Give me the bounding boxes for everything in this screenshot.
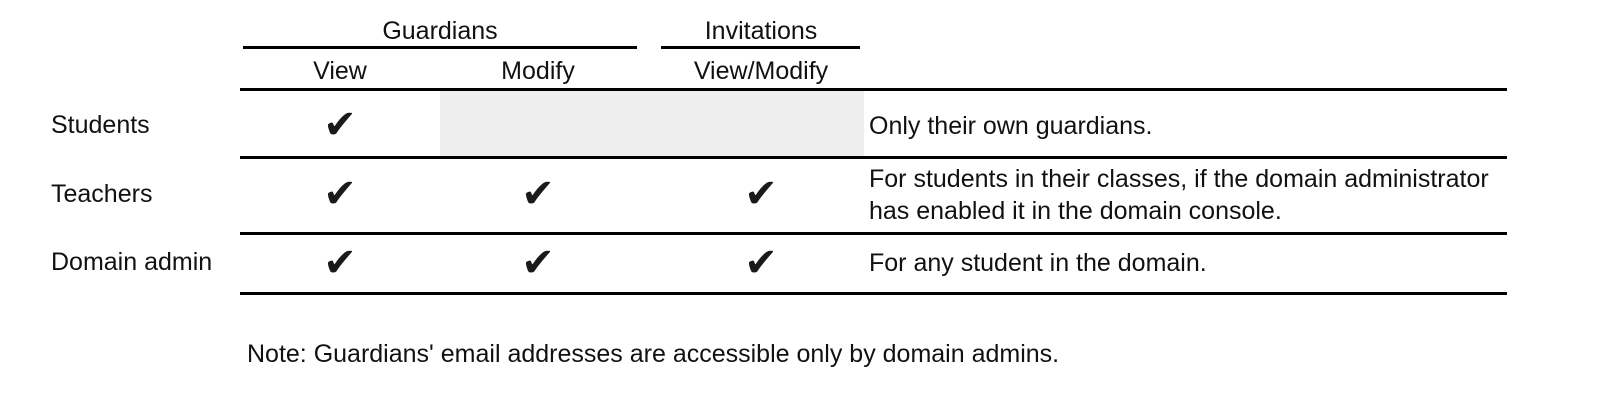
check-icon-teachers-guardians-view: ✔ xyxy=(323,171,357,217)
check-icon-domain-admin-guardians-modify: ✔ xyxy=(521,240,555,286)
check-icon-domain-admin-guardians-view: ✔ xyxy=(323,240,357,286)
table-bottom-rule xyxy=(240,292,1507,295)
row-label-domain-admin: Domain admin xyxy=(51,248,213,276)
row-rule-after-teachers xyxy=(240,232,1507,235)
column-header-modify: Modify xyxy=(501,57,575,85)
header-bottom-rule xyxy=(240,88,1507,91)
row-notes-domain-admin: For any student in the domain. xyxy=(869,249,1207,277)
group-rule-guardians xyxy=(243,46,637,49)
column-header-view-modify: View/Modify xyxy=(693,57,829,85)
row-label-teachers: Teachers xyxy=(51,180,153,208)
row-notes-students: Only their own guardians. xyxy=(869,112,1153,140)
column-header-view: View xyxy=(313,57,367,85)
row-rule-after-students xyxy=(240,156,1507,159)
group-rule-invitations xyxy=(661,46,860,49)
row-label-students: Students xyxy=(51,111,150,139)
column-group-header-invitations: Invitations xyxy=(704,17,818,45)
row-notes-teachers: For students in their classes, if the do… xyxy=(869,165,1489,225)
shaded-cell-students-modify-invitations xyxy=(440,91,864,156)
check-icon-domain-admin-invitations-view-modify: ✔ xyxy=(744,240,778,286)
column-group-header-guardians: Guardians xyxy=(382,17,498,45)
table-footnote: Note: Guardians' email addresses are acc… xyxy=(247,340,1060,368)
check-icon-teachers-guardians-modify: ✔ xyxy=(521,171,555,217)
check-icon-students-guardians-view: ✔ xyxy=(323,102,357,148)
check-icon-teachers-invitations-view-modify: ✔ xyxy=(744,171,778,217)
